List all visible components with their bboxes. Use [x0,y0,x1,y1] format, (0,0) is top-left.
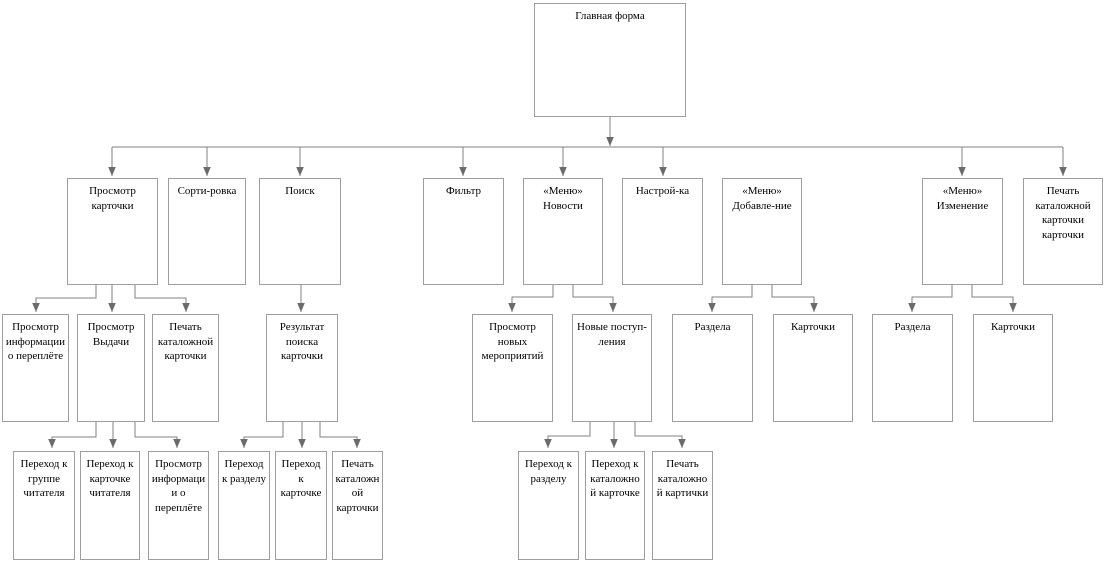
connector [771,285,818,312]
node-search-results: Результат поиска карточки [266,314,338,422]
connector [544,422,591,448]
node-goto-section-2: Переход к разделу [518,451,579,560]
node-print-catalog-card-card: Печать каталожной карточки карточки [1023,178,1103,285]
node-settings: Настрой-ка [622,178,703,285]
node-goto-reader-card: Переход к карточке читателя [80,451,140,560]
node-menu-edit: «Меню» Изменение [922,178,1003,285]
node-card-view: Просмотр карточки [67,178,158,285]
connector [240,422,284,448]
node-edit-card: Карточки [973,314,1053,422]
node-edit-section: Раздела [872,314,953,422]
node-sorting: Сорти-ровка [168,178,246,285]
connector [134,422,181,448]
connector [319,422,361,448]
node-goto-reader-group: Переход к группе читателя [13,451,75,560]
node-new-arrivals: Новые поступ-ления [572,314,652,422]
node-print-catalog-card: Печать каталожной карточки [152,314,219,422]
connector [908,285,953,312]
connector [708,285,753,312]
connector [134,285,190,312]
node-search: Поиск [259,178,341,285]
node-goto-catalog-card: Переход к каталожной карточке [585,451,645,560]
node-menu-add: «Меню» Добавле-ние [722,178,802,285]
node-goto-card: Переход к карточке [275,451,327,560]
connector [971,285,1017,312]
node-main-form: Главная форма [534,3,686,117]
node-add-card: Карточки [773,314,853,422]
connector [32,285,97,312]
connector [572,285,617,312]
connector [48,422,97,448]
node-print-catalog-card-3: Печать каталожной картички [652,451,713,560]
node-goto-section: Переход к разделу [218,451,270,560]
node-filter: Фильтр [423,178,504,285]
node-binding-info-view-2: Просмотр информации о переплёте [148,451,209,560]
connector [508,285,554,312]
node-binding-info-view: Просмотр информации о переплёте [2,314,69,422]
node-menu-news: «Меню» Новости [523,178,603,285]
node-add-section: Раздела [672,314,753,422]
node-issue-view: Просмотр Выдачи [77,314,145,422]
node-new-events-view: Просмотр новых мероприятий [472,314,553,422]
node-print-catalog-card-2: Печать каталожной карточки [332,451,383,560]
connector [634,422,686,448]
